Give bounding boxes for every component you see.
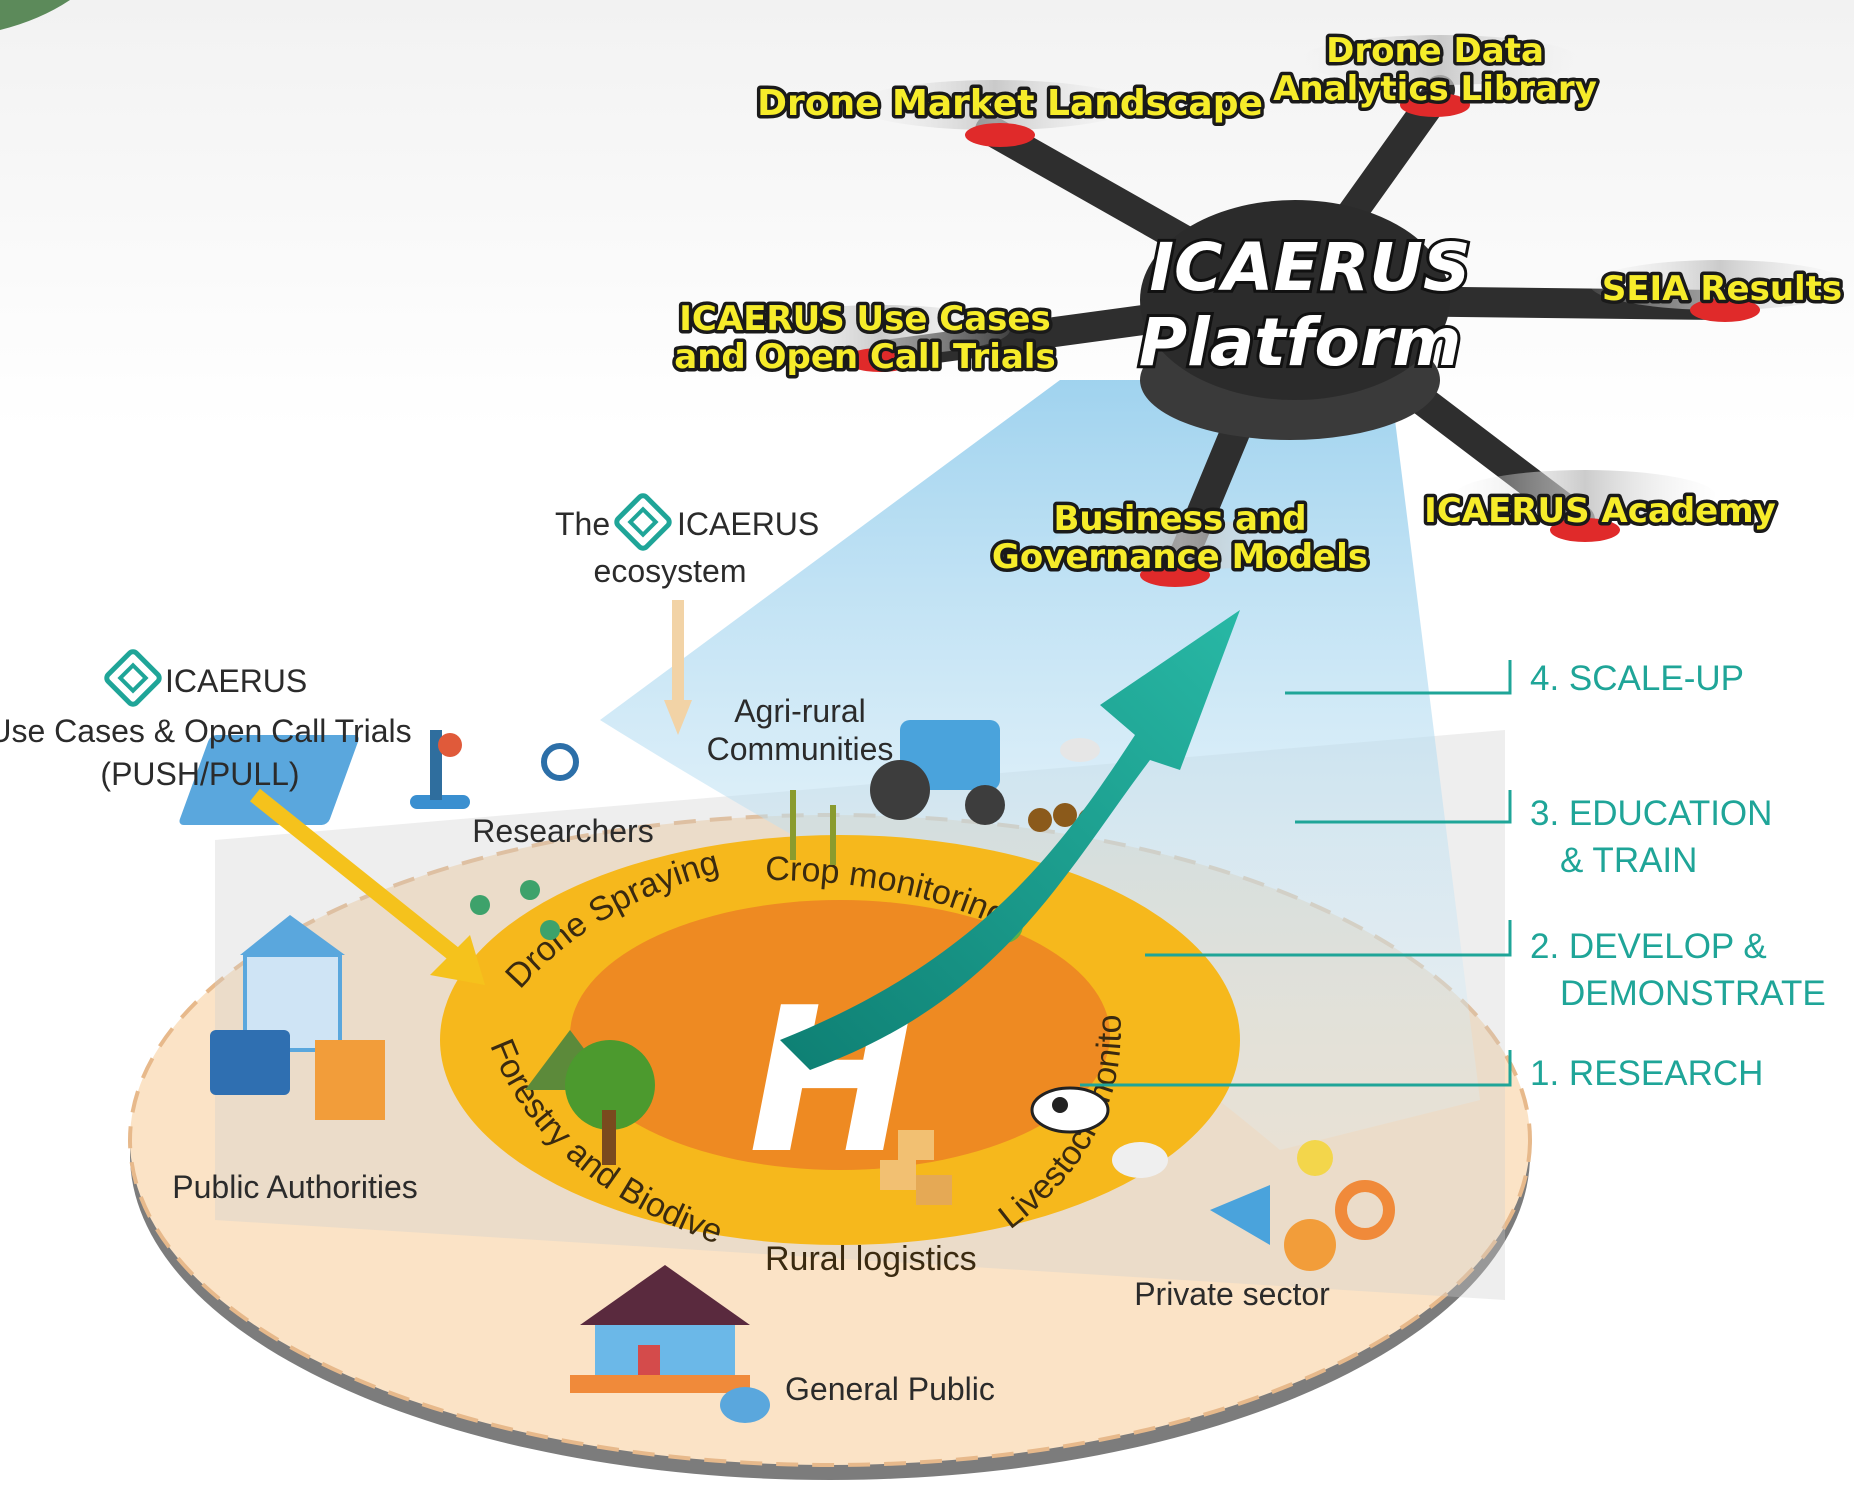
push-pull-arrow: [250, 788, 485, 985]
arm-label-business-line2: Governance Models: [992, 537, 1368, 577]
usecase-brand: ICAERUS: [165, 663, 307, 699]
platform-title-line1: ICAERUS: [1149, 229, 1470, 306]
general-public-icon: [570, 1265, 770, 1423]
ecosystem-word: ecosystem: [594, 553, 747, 589]
usecase-line1: Use Cases & Open Call Trials: [0, 713, 412, 749]
stage-education-line1: 3. EDUCATION: [1530, 794, 1772, 833]
arm-label-seia: SEIA Results: [1602, 269, 1842, 309]
usecase-callout: ICAERUS Use Cases & Open Call Trials (PU…: [0, 649, 412, 792]
public-authorities-icon: [210, 915, 385, 1120]
growth-arrow: [780, 610, 1240, 1070]
stage-education-line2: & TRAIN: [1560, 841, 1697, 880]
stage-research: 1. RESEARCH: [1530, 1054, 1763, 1093]
livestock-icon: [1030, 1086, 1168, 1178]
arm-label-market: Drone Market Landscape: [757, 83, 1263, 124]
private-sector-icon: [1210, 1140, 1395, 1271]
label-agri-line2: Communities: [707, 731, 894, 767]
logistics-icon: [880, 1130, 952, 1205]
ecosystem-arrow: [664, 600, 692, 735]
stage-scale-up: 4. SCALE-UP: [1530, 659, 1744, 698]
usecase-line2: (PUSH/PULL): [100, 756, 299, 792]
arm-label-analytics-line2: Analytics Library: [1273, 69, 1597, 109]
arm-label-academy: ICAERUS Academy: [1424, 491, 1776, 531]
label-public-authorities: Public Authorities: [172, 1169, 417, 1205]
label-general-public: General Public: [785, 1371, 995, 1407]
stage-guide-lines: [1080, 660, 1512, 1087]
icaerus-logo-icon: [614, 493, 672, 551]
icaerus-logo-icon: [104, 649, 162, 707]
arm-label-business-line1: Business and: [1053, 499, 1306, 539]
label-private-sector: Private sector: [1134, 1276, 1330, 1312]
drone-light-beam: [600, 380, 1480, 1150]
ecosystem-brand: ICAERUS: [677, 506, 819, 542]
ecosystem-label: The ICAERUS ecosystem: [555, 493, 819, 589]
platform-title-line2: Platform: [1139, 304, 1461, 381]
agri-rural-icon: [870, 720, 1102, 832]
drone-body: [1140, 200, 1450, 400]
propellers: [750, 35, 1850, 570]
researchers-icon: [179, 730, 579, 825]
ecosystem-the: The: [555, 506, 610, 542]
stage-develop-line2: DEMONSTRATE: [1560, 974, 1826, 1013]
corner-decoration: [0, 0, 70, 30]
motors: [845, 93, 1760, 587]
forest-icon: [525, 1030, 655, 1165]
stage-develop-line1: 2. DEVELOP &: [1530, 927, 1767, 966]
label-researchers: Researchers: [472, 813, 653, 849]
arm-label-analytics-line1: Drone Data: [1326, 31, 1544, 71]
arm-label-usecases-line2: and Open Call Trials: [674, 337, 1055, 377]
drone: ICAERUS Platform: [750, 35, 1850, 587]
ring-label-rural-logistics: Rural logistics: [765, 1240, 977, 1278]
arm-label-usecases-line1: ICAERUS Use Cases: [679, 299, 1050, 339]
label-agri-line1: Agri-rural: [734, 693, 866, 729]
